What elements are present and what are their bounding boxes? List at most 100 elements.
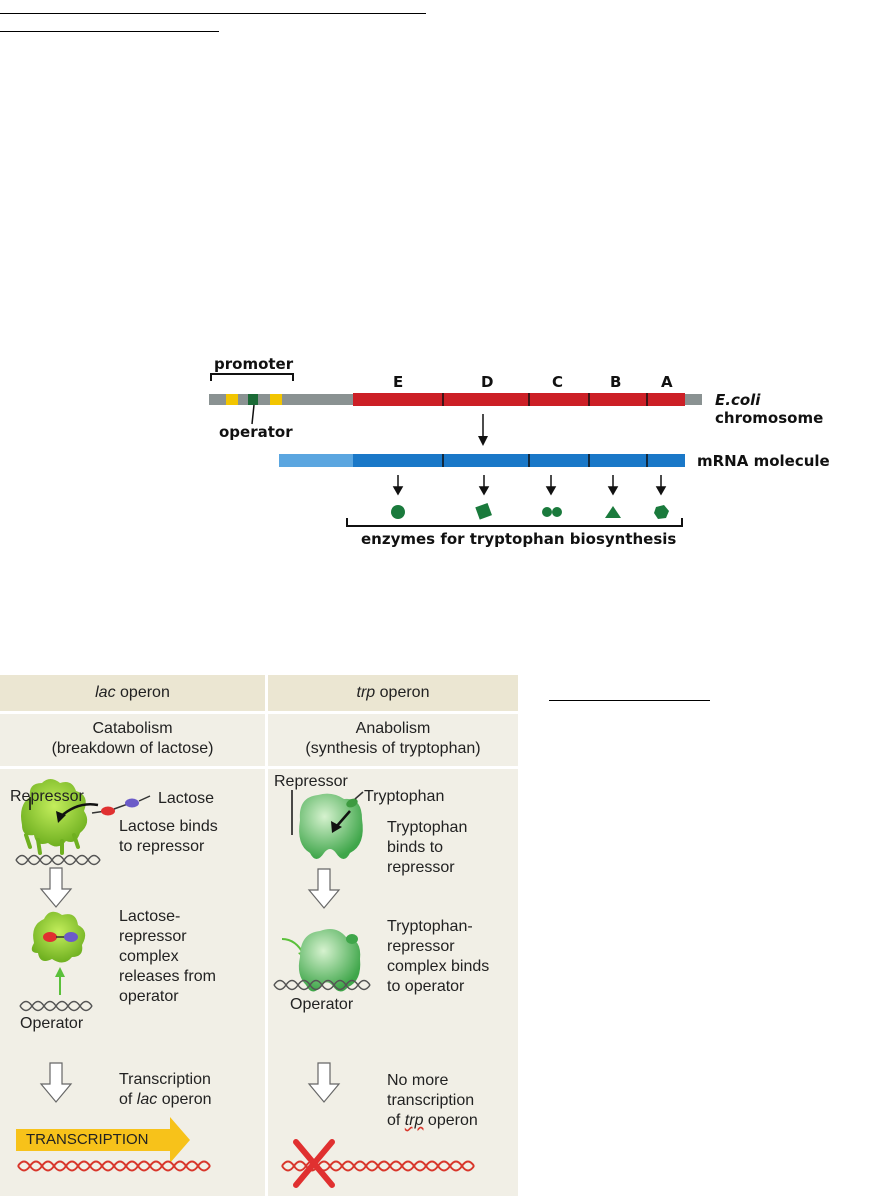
lactose-molecule (91, 795, 151, 816)
mrna-label: mRNA molecule (697, 452, 830, 470)
lac-dna-1 (15, 854, 101, 866)
lac-step3-line1: Transcription (119, 1071, 211, 1088)
trp-binding-arrow (335, 810, 351, 828)
lac-step2-line1: Lactose- (119, 908, 181, 925)
lac-step1-text: Lactose binds to repressor (119, 817, 218, 857)
answer-blank-line-1 (0, 13, 426, 14)
operator-green (248, 394, 258, 405)
operator-pointer (251, 404, 255, 425)
trp-step1-line3: repressor (387, 859, 455, 876)
lac-step3-lac: lac (136, 1091, 158, 1108)
lac-lactose-label: Lactose (158, 790, 215, 807)
chromosome-gray-right (685, 394, 702, 405)
lac-header-rest: operon (120, 684, 170, 701)
operon-comparison-table: lac operon trp operon Catabolism (breakd… (0, 675, 518, 1196)
trp-step3-line2: transcription (387, 1092, 475, 1109)
enzymes-bracket (346, 518, 683, 527)
trp-step3-line1: No more (387, 1072, 449, 1089)
trp-operon-diagram: promoter operator E D C B A E.coli chrom… (0, 0, 878, 560)
lac-repressor-label: Repressor (10, 788, 84, 805)
enzyme-e-circle (391, 505, 405, 519)
lac-dna-red (17, 1160, 211, 1172)
lac-complex-shape (31, 911, 86, 963)
trp-dna-operator (273, 979, 371, 991)
lac-step1-line2: to repressor (119, 838, 205, 855)
no-transcription-x (293, 1139, 335, 1188)
lac-dna-2 (19, 1000, 93, 1012)
transcription-arrow-label: TRANSCRIPTION (26, 1131, 149, 1148)
lac-header-italic: lac (95, 684, 116, 701)
chromosome-label-species: E.coli (715, 391, 761, 409)
promoter-bracket (210, 373, 294, 381)
trp-step2-line1: Tryptophan- (387, 918, 473, 935)
table-divider-h2 (0, 766, 518, 769)
lac-step2-line4: releases from (119, 968, 216, 985)
table-divider-h1 (0, 711, 518, 714)
trp-step1-text: Tryptophan binds to repressor (387, 818, 467, 878)
operator-label: operator (219, 423, 293, 441)
promoter-label: promoter (214, 355, 294, 373)
trp-type-cell: Anabolism (synthesis of tryptophan) (268, 714, 518, 766)
lac-step2-text: Lactose- repressor complex releases from… (119, 907, 216, 1007)
trp-down-arrow-1 (307, 868, 341, 909)
gene-label-c: C (552, 373, 564, 391)
table-divider-v (265, 675, 268, 1196)
lac-step3-text: Transcription of lac operon (119, 1070, 212, 1110)
mrna-leader (279, 454, 354, 467)
trp-step2-text: Tryptophan- repressor complex binds to o… (387, 917, 489, 997)
enzyme-b-triangle (605, 506, 621, 518)
lac-type-cell: Catabolism (breakdown of lactose) (0, 714, 265, 766)
trp-down-arrow-2 (307, 1062, 341, 1103)
trp-step3-operon: operon (427, 1112, 478, 1129)
table-graphics (15, 779, 475, 1188)
trp-operator-label: Operator (290, 996, 354, 1013)
transcription-arrow-head (478, 436, 488, 446)
lac-down-arrow-1 (39, 867, 73, 908)
trp-header-italic: trp (356, 684, 376, 701)
trp-tryptophan-label: Tryptophan (364, 788, 445, 805)
enzymes-label: enzymes for tryptophan biosynthesis (361, 530, 677, 548)
enzyme-a-hexagon (654, 505, 669, 519)
trp-type: Anabolism (355, 720, 431, 737)
enzyme-c-dimer-1 (542, 507, 552, 517)
gene-label-d: D (481, 373, 494, 391)
operon-diagram-svg (209, 373, 702, 527)
lac-type: Catabolism (92, 720, 173, 737)
lac-step3-of: of (119, 1091, 133, 1108)
trp-step2-line4: to operator (387, 978, 465, 995)
trp-step3-text: No more transcription of trp operon (387, 1071, 478, 1131)
trp-header-rest: operon (379, 684, 430, 701)
chromosome-label-word: chromosome (715, 409, 824, 427)
lac-step2-line3: complex (119, 948, 179, 965)
lac-down-arrow-2 (39, 1062, 73, 1103)
answer-blank-line-2 (0, 31, 219, 32)
lac-step2-line2: repressor (119, 928, 187, 945)
lac-operon-header: lac operon (0, 675, 265, 711)
lac-operator-label: Operator (20, 1015, 84, 1032)
trp-repressor-label: Repressor (274, 773, 348, 790)
gene-label-b: B (610, 373, 622, 391)
translation-arrows (392, 475, 667, 496)
transcription-yellow-arrow (16, 1117, 190, 1163)
trp-step2-line2: repressor (387, 938, 455, 955)
answer-blank-line-3 (549, 700, 710, 701)
promoter-yellow-2 (270, 394, 282, 405)
trp-operon-header: trp operon (268, 675, 518, 711)
mrna-coding (353, 454, 685, 467)
trp-step2-line3: complex binds (387, 958, 490, 975)
trp-step3-line3: of trp operon (387, 1111, 478, 1131)
lac-step3-operon: operon (161, 1091, 212, 1108)
enzyme-c-dimer-2 (552, 507, 562, 517)
lac-desc: (breakdown of lactose) (51, 740, 214, 757)
trp-step3-of: of (387, 1112, 401, 1129)
trp-step1-line2: binds to (387, 839, 444, 856)
tryptophan-molecule (346, 791, 364, 808)
trp-step3-trp: trp (404, 1112, 424, 1129)
lac-step3-line2: of lac operon (119, 1090, 212, 1110)
trp-desc: (synthesis of tryptophan) (305, 740, 481, 757)
gene-label-e: E (393, 373, 404, 391)
enzyme-d-square (475, 502, 492, 520)
lac-step2-line5: operator (119, 988, 179, 1005)
gene-label-a: A (661, 373, 673, 391)
chromosome-label: E.coli chromosome (715, 391, 878, 427)
